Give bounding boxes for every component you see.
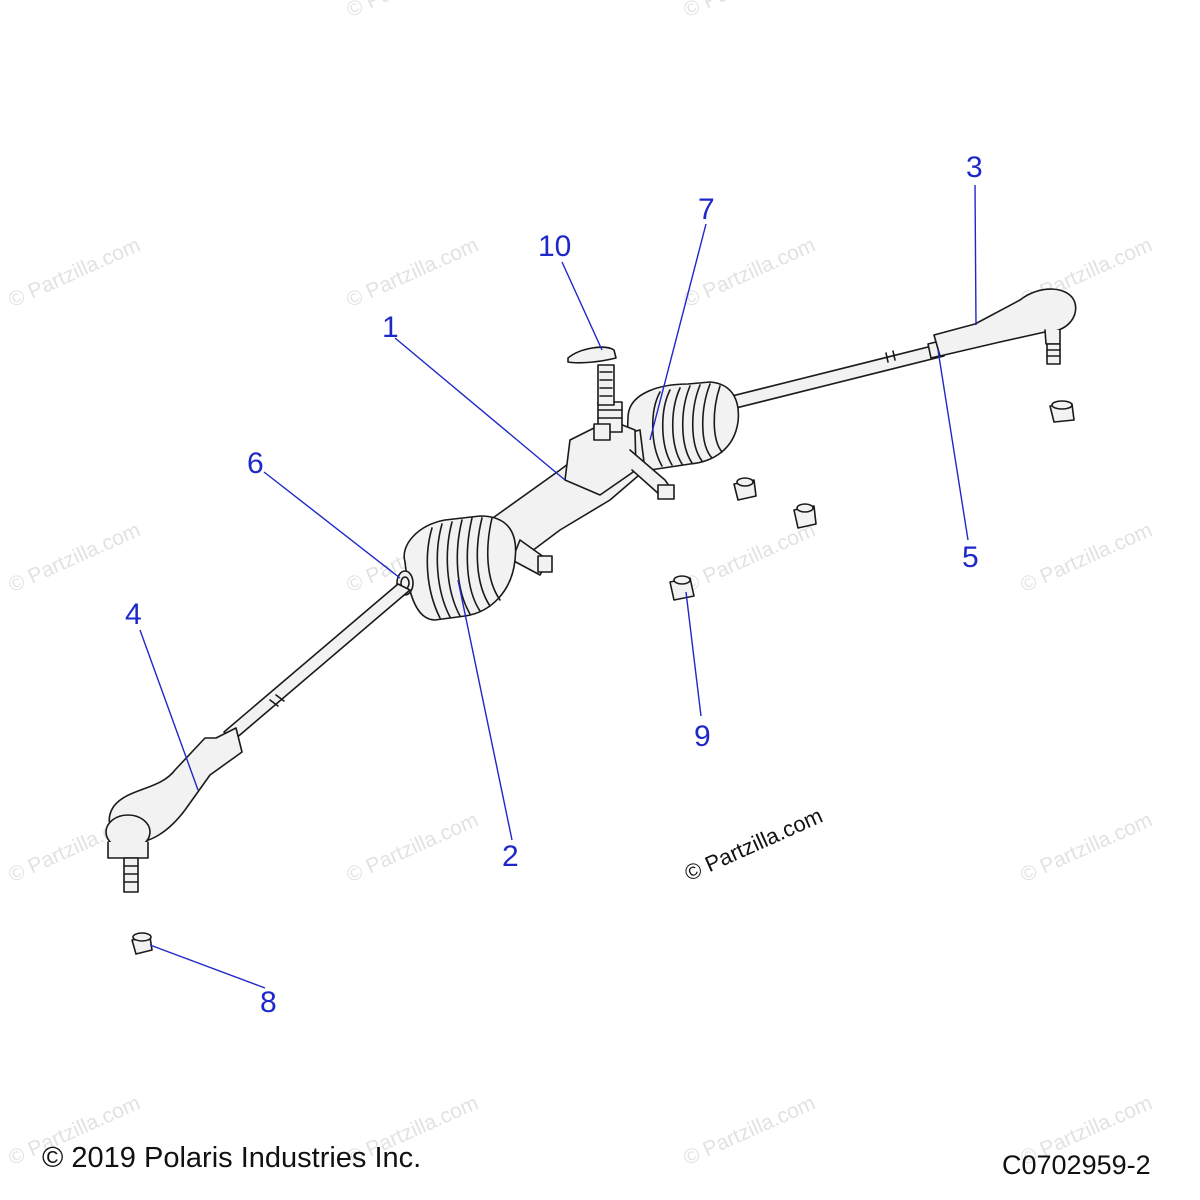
- left-tie-rod-end: [105, 727, 243, 893]
- flange-nut-1: [733, 477, 757, 501]
- leader-line-10: [561, 261, 603, 351]
- leader-line-8: [149, 944, 266, 989]
- left-boot: [403, 515, 517, 621]
- callout-2: 2: [502, 840, 519, 873]
- right-boot: [626, 381, 740, 471]
- nut-right: [1049, 400, 1075, 423]
- flange-nut-3: [669, 575, 695, 601]
- leader-line-1: [394, 337, 566, 481]
- callout-1: 1: [382, 311, 399, 344]
- callout-3: 3: [966, 151, 983, 184]
- callout-7: 7: [698, 193, 715, 226]
- flange-nut-2: [793, 503, 817, 529]
- copyright-text: © 2019 Polaris Industries Inc.: [42, 1142, 422, 1174]
- callout-9: 9: [694, 720, 711, 753]
- rack-housing: [489, 364, 675, 576]
- drawing-number: C0702959-2: [1002, 1150, 1151, 1180]
- leader-line-4: [139, 629, 199, 791]
- leader-line-5: [937, 349, 969, 541]
- cap: [567, 346, 617, 364]
- left-tie-rod: [223, 583, 411, 741]
- nut-left: [131, 932, 153, 955]
- callout-5: 5: [962, 541, 979, 574]
- right-tie-rod-end: [933, 288, 1077, 365]
- leader-line-7: [649, 223, 707, 441]
- callout-8: 8: [260, 986, 277, 1019]
- leader-line-6: [263, 471, 401, 579]
- callout-4: 4: [125, 598, 142, 631]
- leader-line-9: [685, 591, 702, 717]
- callout-6: 6: [247, 447, 264, 480]
- leader-line-3: [974, 184, 977, 326]
- leader-lines: [139, 184, 977, 989]
- leader-line-2: [457, 579, 513, 841]
- callout-10: 10: [538, 230, 572, 263]
